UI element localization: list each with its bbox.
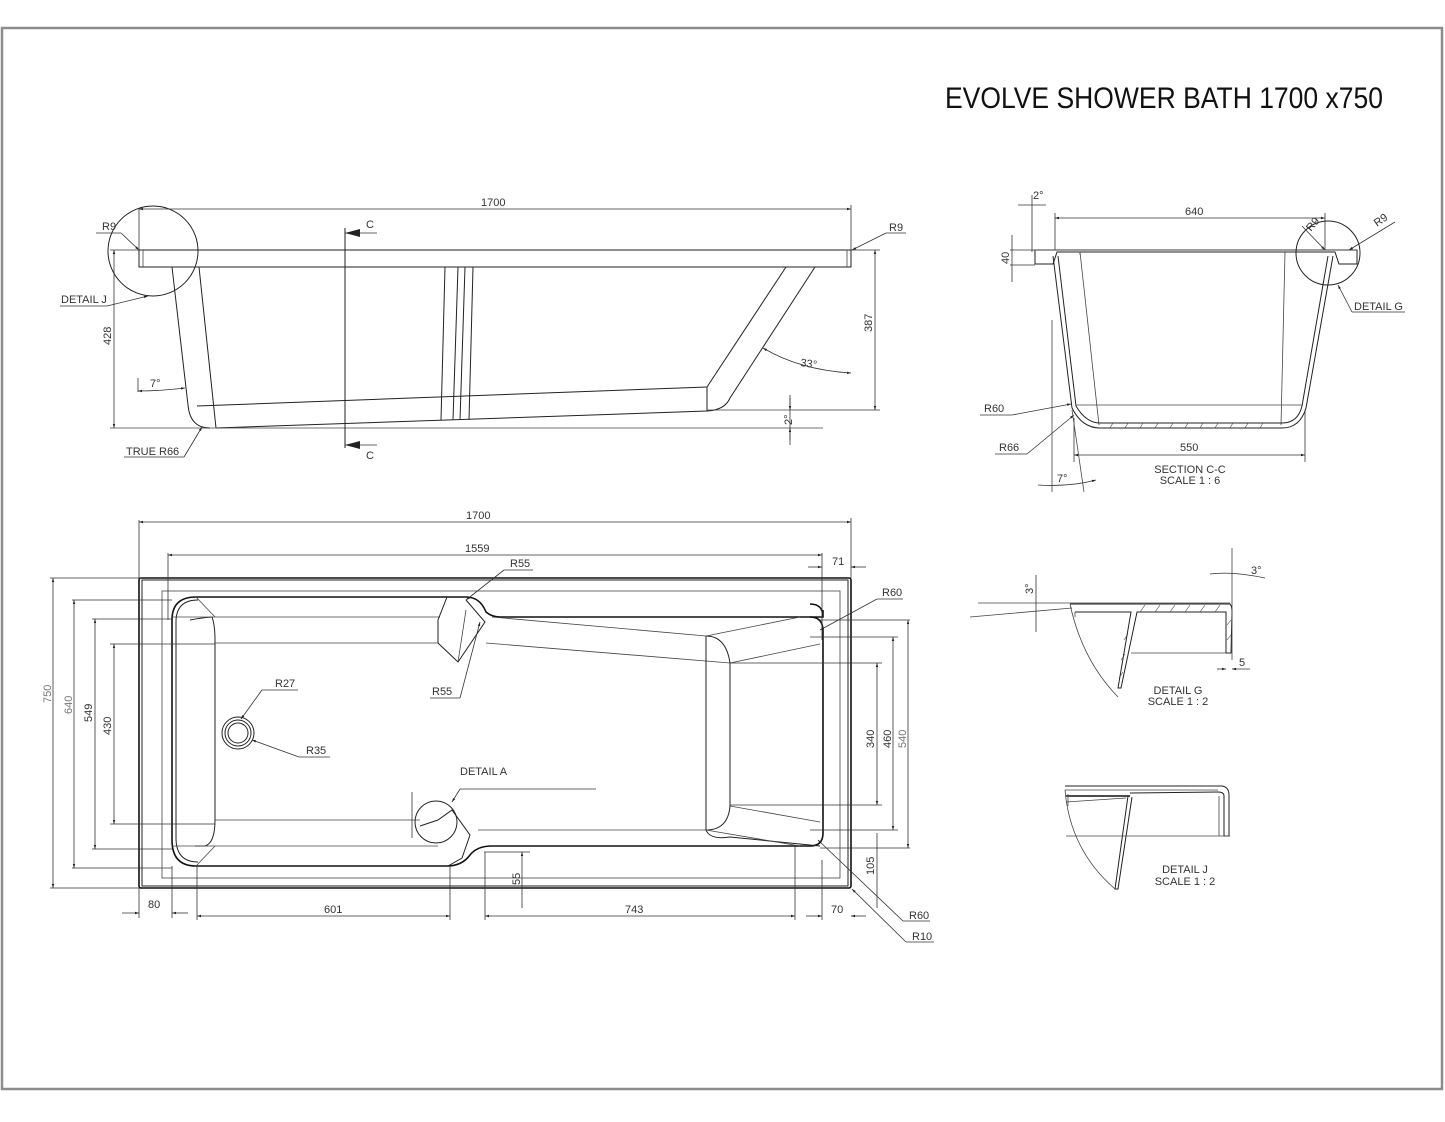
rim-angle-dim: 2° [1033,190,1044,202]
section-marker-c-top: C [366,219,374,231]
left-height-dim: 428 [102,327,114,345]
section-radius-r60: R60 [984,403,1004,415]
detail-g-scale: SCALE 1 : 2 [1148,696,1209,708]
detail-g-thickness: 5 [1239,657,1245,669]
detail-g-circle [1295,220,1361,286]
section-bottom-width-dim: 550 [1180,442,1198,454]
detail-a-callout: DETAIL A [460,766,508,778]
plan-width-340-dim: 340 [865,730,877,748]
dim-601: 601 [324,904,342,916]
right-angle-dim: 33° [800,357,818,371]
section-cc-scale: SCALE 1 : 6 [1160,475,1221,487]
detail-j-circle [107,205,199,297]
radius-r60-bottom: R60 [909,910,929,922]
bottom-radius-callout: TRUE R66 [126,446,179,458]
section-radius-r66: R66 [999,442,1019,454]
waste-inner-circle [227,722,249,744]
radius-r55-lower: R55 [432,686,452,698]
section-wall-angle-dim: 7° [1057,473,1068,485]
rim-height-dim: 40 [1000,252,1012,264]
waste-radius-r35: R35 [306,745,326,757]
section-cc-caption: SECTION C-C [1154,464,1226,476]
dim-55: 55 [511,873,523,885]
detail-g-caption: DETAIL G [1154,685,1203,697]
detail-j-view: DETAIL J SCALE 1 : 2 [1064,785,1230,890]
dim-743: 743 [625,904,643,916]
plan-width-460-dim: 460 [882,730,894,748]
plan-inner-length-dim: 1559 [465,543,489,555]
plan-view: 1700 1559 71 R55 R55 R60 R27 R35 DETAIL … [42,510,934,943]
radius-r9-left: R9 [102,221,116,233]
sheet-border [0,26,1444,1091]
waste-outer-circle [221,716,255,750]
plan-overall-width-dim: 750 [42,685,54,703]
detail-j-caption: DETAIL J [1162,864,1208,876]
detail-g-view: 3° 3° 5 DETAIL G SCALE 1 : 2 [969,548,1266,708]
side-elevation-view: DETAIL J R9 1700 R9 428 387 7° 33° [60,197,906,462]
detail-a-circle [414,800,458,844]
detail-g-angle-right: 3° [1251,565,1262,577]
radius-r60-top: R60 [882,587,902,599]
waste-radius-r27: R27 [275,678,295,690]
radius-r9-right: R9 [889,222,903,234]
radius-r10: R10 [912,931,932,943]
detail-g-callout: DETAIL G [1354,301,1403,313]
right-height-dim: 387 [863,314,875,332]
plan-width-430-dim: 430 [102,717,114,735]
section-top-width-dim: 640 [1185,206,1203,218]
section-cc-view: 640 2° 40 DETAIL G R9 R9 R60 R66 550 [980,190,1405,493]
end-offset-71-dim: 71 [832,556,844,568]
plan-width-549-dim: 549 [83,704,95,722]
left-angle-dim: 7° [150,378,161,390]
plan-width-640-dim: 640 [63,696,75,714]
detail-j-callout: DETAIL J [61,294,107,306]
plan-width-540-dim: 540 [897,730,909,748]
dim-80: 80 [148,899,160,911]
dim-70: 70 [831,904,843,916]
drawing-title: EVOLVE SHOWER BATH 1700 x750 [945,82,1383,115]
section-marker-c-bottom: C [366,450,374,462]
overall-length-dim: 1700 [481,197,505,209]
floor-slope-dim: 2° [783,414,795,425]
plan-overall-length-dim: 1700 [466,510,490,522]
detail-g-angle-left: 3° [1024,583,1036,594]
detail-j-scale: SCALE 1 : 2 [1155,876,1216,888]
dim-105: 105 [865,857,877,875]
radius-r55-top: R55 [510,558,530,570]
